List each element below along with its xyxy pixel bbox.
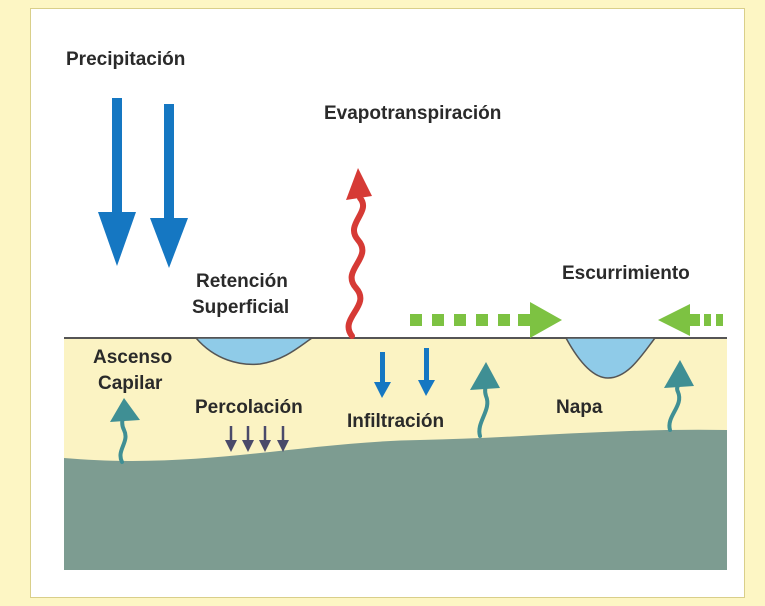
label-evapotranspiration: Evapotranspiración — [324, 103, 502, 124]
capillary-rise-arrow — [470, 362, 500, 438]
label-water-table: Napa — [556, 397, 603, 418]
infiltration-arrow — [374, 352, 391, 398]
label-percolation: Percolación — [195, 397, 303, 418]
precipitation-arrow — [150, 104, 188, 268]
label-retention-line1: Retención — [196, 271, 288, 292]
runoff-puddle — [564, 337, 657, 379]
groundwater-area — [64, 429, 727, 570]
precipitation-arrow — [98, 98, 136, 266]
infiltration-arrow — [418, 348, 435, 396]
label-retention-line2: Superficial — [192, 297, 290, 318]
percolation-arrows — [225, 426, 289, 452]
label-infiltration: Infiltración — [347, 411, 445, 432]
label-capillary-line1: Ascenso — [93, 347, 173, 368]
runoff-arrow-right — [410, 302, 562, 338]
capillary-rise-arrow — [664, 360, 694, 432]
evapotranspiration-arrow — [345, 168, 372, 339]
runoff-arrow-left — [658, 304, 723, 336]
capillary-rise-arrow — [110, 398, 140, 464]
surface-retention-puddle — [194, 337, 315, 366]
label-runoff: Escurrimiento — [562, 263, 690, 284]
label-precipitation: Precipitación — [66, 49, 186, 70]
label-capillary-line2: Capilar — [98, 373, 163, 394]
